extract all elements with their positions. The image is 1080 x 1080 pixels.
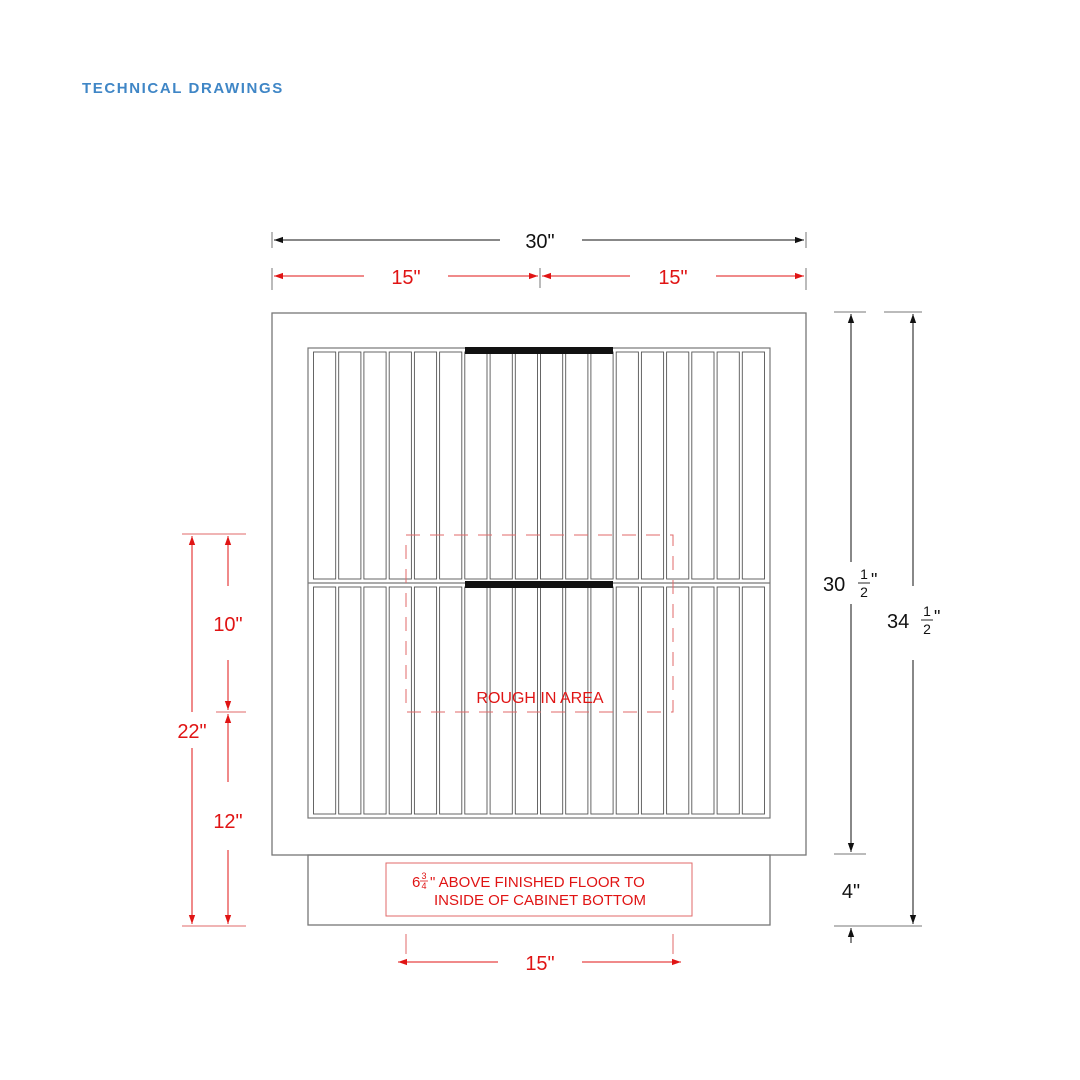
dim-rough-lower-label: 12": [213, 811, 242, 833]
cabinet-body: [271, 312, 807, 926]
door-slat: [741, 586, 765, 815]
dim-rough-in-heights: 10" 12" 22": [177, 533, 246, 927]
door-slat: [439, 586, 463, 815]
door-slat: [590, 351, 614, 580]
dim-cabinet-height-den: 2: [860, 584, 868, 600]
door-slat: [313, 586, 337, 815]
door-slat: [615, 586, 639, 815]
rough-in-area: ROUGH IN AREA: [405, 534, 674, 713]
note-frac-num: 3: [421, 871, 426, 881]
door-slat: [514, 351, 538, 580]
door-slat: [413, 351, 438, 580]
dim-toe-kick: 4": [834, 881, 922, 943]
rough-in-area-label: ROUGH IN AREA: [476, 690, 603, 707]
dim-half-left-label: 15": [391, 267, 420, 289]
dim-total-height-whole: 34: [887, 611, 909, 633]
floor-note: 6 3 4 " ABOVE FINISHED FLOOR TO INSIDE O…: [385, 862, 693, 917]
door-slat: [338, 351, 362, 580]
door-slat: [413, 586, 438, 815]
dim-overall-width-label: 30": [525, 231, 554, 253]
door-slat: [716, 586, 740, 815]
door-slat: [338, 586, 362, 815]
door-slat: [363, 351, 387, 580]
door-slat: [691, 586, 715, 815]
svg-text:6: 6: [412, 874, 420, 891]
door-slat: [363, 586, 387, 815]
note-frac-den: 4: [421, 881, 426, 891]
dim-rough-width-label: 15": [525, 953, 554, 975]
door-slat: [666, 351, 690, 580]
dim-toe-kick-label: 4": [842, 881, 860, 903]
door-slat: [640, 586, 665, 815]
dim-cabinet-height-whole: 30: [823, 574, 845, 596]
dim-rough-upper-label: 10": [213, 614, 242, 636]
door-slat: [540, 351, 564, 580]
door-slat: [615, 351, 639, 580]
door-slat: [388, 351, 412, 580]
door-slat: [439, 351, 463, 580]
dim-total-height-num: 1: [923, 603, 931, 619]
dim-cabinet-height-unit: ": [871, 570, 877, 590]
upper-door-handle-bar: [465, 347, 613, 354]
note-line-2: INSIDE OF CABINET BOTTOM: [434, 892, 646, 909]
dim-rough-in-width: 15": [398, 934, 681, 975]
door-slat: [388, 586, 412, 815]
dim-total-height: 34 1 2 ": [884, 311, 940, 924]
door-slat: [640, 351, 665, 580]
dim-overall-width: 30": [271, 231, 807, 253]
lower-door-handle-bar: [465, 581, 613, 588]
door-slat: [741, 351, 765, 580]
dim-half-widths: 15" 15": [271, 267, 807, 290]
dim-cabinet-height-num: 1: [860, 566, 868, 582]
dim-total-height-unit: ": [934, 607, 940, 627]
dim-cabinet-height: 30 1 2 ": [823, 311, 877, 855]
door-slat: [565, 351, 589, 580]
door-slat: [313, 351, 337, 580]
door-slat: [666, 586, 690, 815]
dim-half-right-label: 15": [658, 267, 687, 289]
door-slat: [716, 351, 740, 580]
door-slat: [691, 351, 715, 580]
door-slat: [464, 351, 488, 580]
note-line-1: " ABOVE FINISHED FLOOR TO: [430, 874, 645, 891]
dim-total-height-den: 2: [923, 621, 931, 637]
dim-rough-total-label: 22": [177, 721, 206, 743]
note-whole: 6: [412, 874, 420, 891]
page-title: TECHNICAL DRAWINGS: [82, 80, 284, 97]
door-slats: [313, 351, 765, 815]
door-slat: [489, 351, 513, 580]
cabinet-doors: [307, 347, 771, 819]
